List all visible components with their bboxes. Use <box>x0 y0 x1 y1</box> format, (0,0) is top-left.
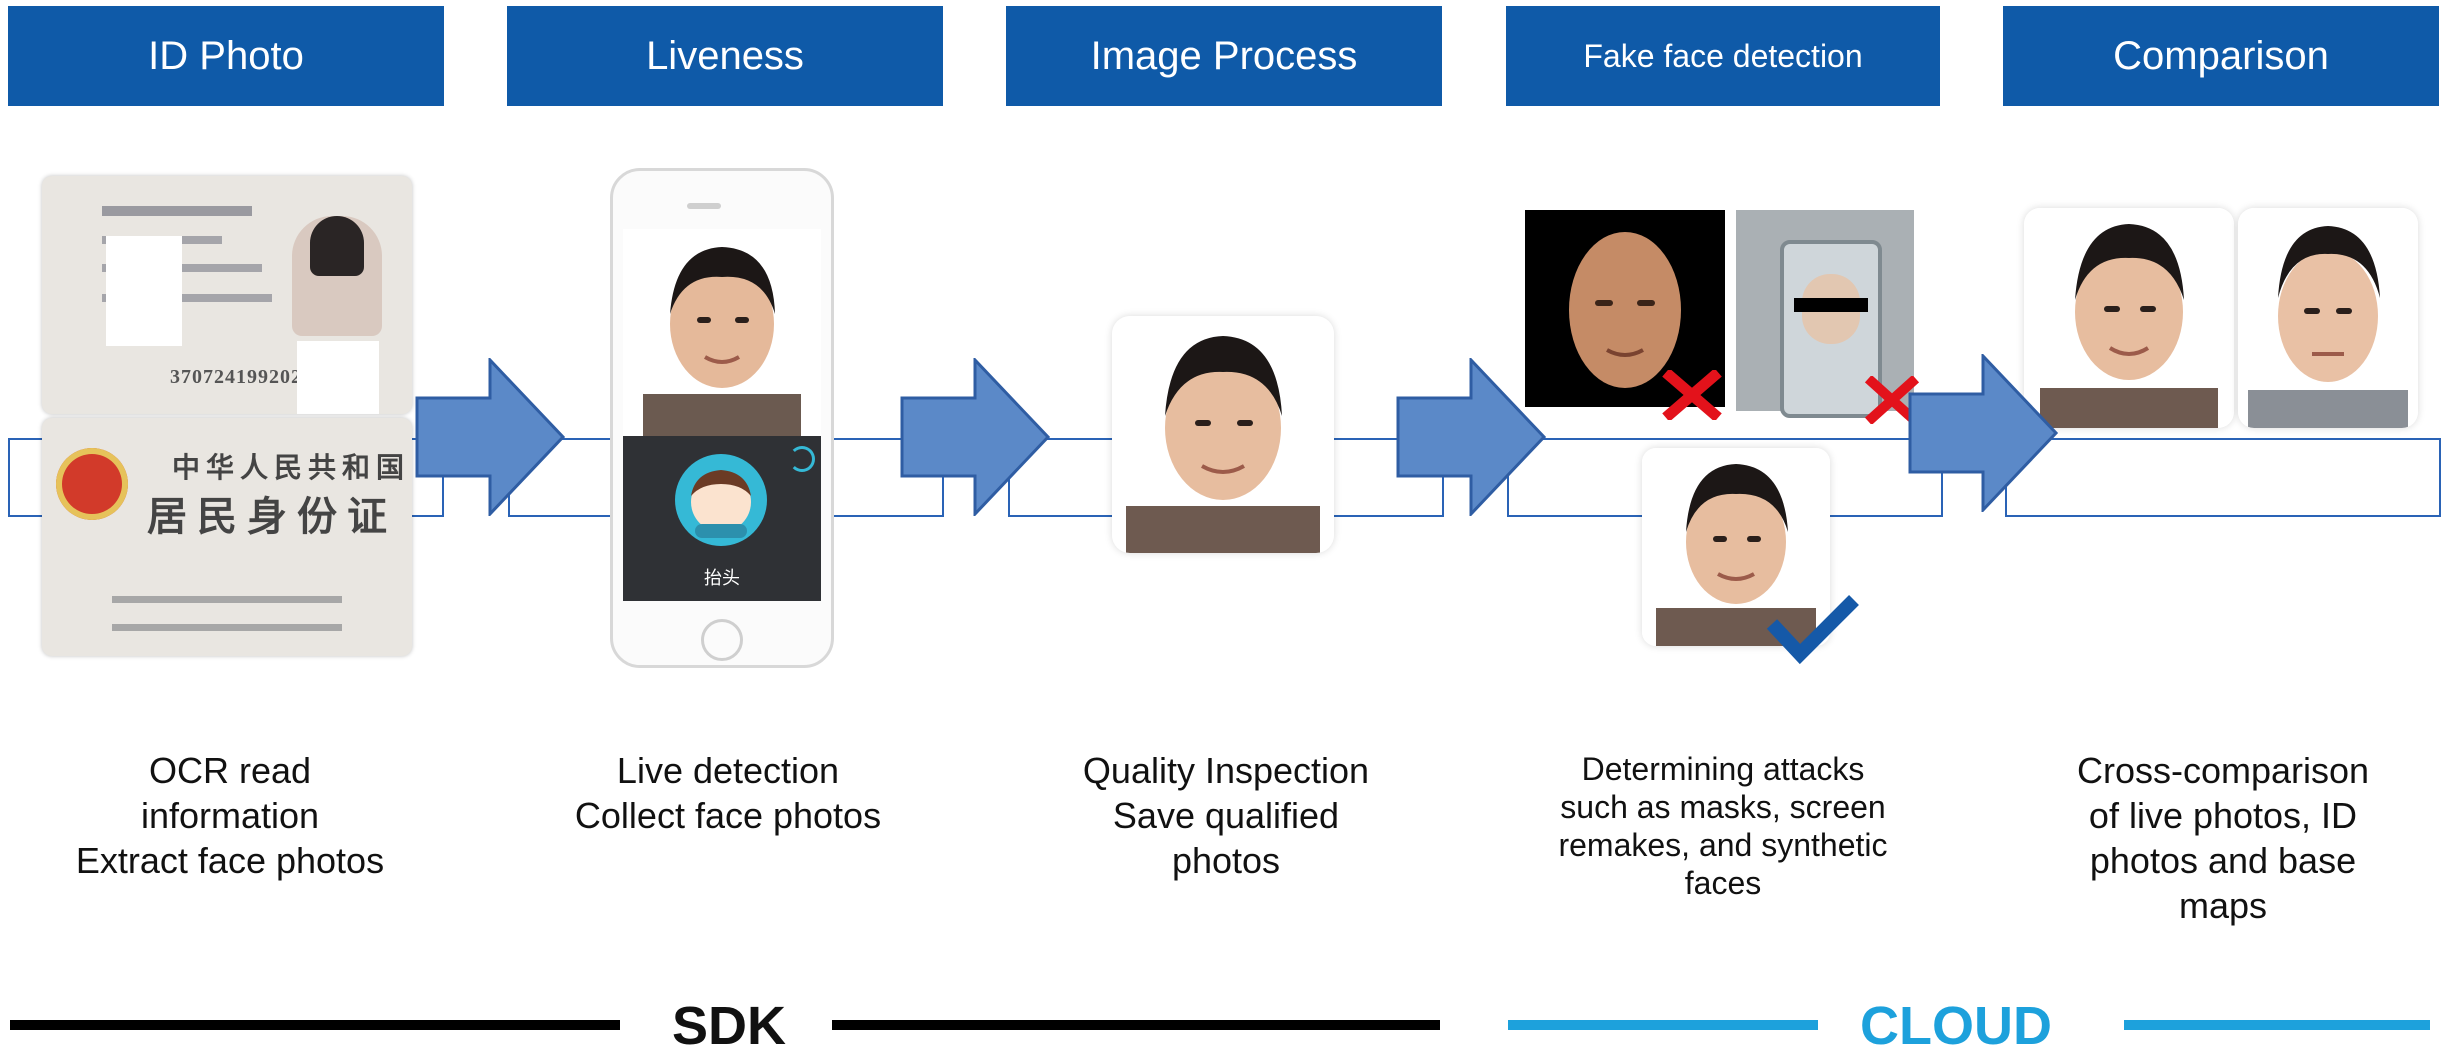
caption-line: Quality Inspection <box>1082 750 1370 791</box>
header-id-photo: ID Photo <box>8 6 444 106</box>
id-number: 370724199202 <box>170 366 302 388</box>
caption-line: remakes, and synthetic <box>1558 827 1888 863</box>
mask-attack-image <box>1525 210 1725 407</box>
id-title-text: 居民身份证 <box>147 493 397 540</box>
cloud-line-left <box>1508 1020 1818 1030</box>
caption-line: Collect face photos <box>574 795 882 836</box>
processed-face-card <box>1112 316 1334 553</box>
header-liveness-label: Liveness <box>646 33 804 78</box>
loading-spinner-icon <box>789 446 815 472</box>
id-photo-card <box>2238 208 2418 428</box>
header-fake-face-detection: Fake face detection <box>1506 6 1940 106</box>
phone-speaker <box>687 203 721 209</box>
face-photo-icon <box>1642 448 1830 646</box>
real-face-card <box>1642 448 1830 646</box>
national-emblem-icon <box>56 448 128 520</box>
flow-arrow-icon <box>1908 354 2058 512</box>
caption-line: information <box>140 795 320 836</box>
caption-line: Save qualified <box>1112 795 1340 836</box>
phone-screen-photo <box>623 229 821 436</box>
header-id-photo-label: ID Photo <box>148 33 304 78</box>
face-photo-icon <box>2024 208 2234 428</box>
id-portrait-hair <box>310 216 364 276</box>
id-text-line <box>112 596 342 603</box>
cloud-label: CLOUD <box>1860 996 2052 1056</box>
flow-arrow-icon <box>1396 358 1546 516</box>
phone-liveness-panel: 抬头 <box>623 436 821 601</box>
redaction-box <box>136 236 166 286</box>
face-photo-icon <box>643 247 801 436</box>
caption-fake-face: Determining attacks such as masks, scree… <box>1506 750 1940 902</box>
caption-line: OCR read <box>148 750 312 791</box>
sdk-label: SDK <box>672 996 787 1056</box>
caption-line: photos <box>1171 840 1281 881</box>
reject-x-icon <box>1662 370 1722 420</box>
caption-line: Live detection <box>616 750 840 791</box>
pipeline-track-5 <box>2005 438 2441 517</box>
id-text-line <box>112 624 342 631</box>
caption-line: of live photos, ID <box>2088 795 2358 836</box>
caption-line: such as masks, screen <box>1560 789 1886 825</box>
header-image-process-label: Image Process <box>1090 33 1358 78</box>
id-text-line <box>102 264 262 272</box>
caption-line: maps <box>2178 885 2268 926</box>
cartoon-face-icon <box>691 470 751 538</box>
caption-line: faces <box>1684 865 1762 901</box>
face-photo-icon <box>2238 208 2418 428</box>
id-text-line <box>102 206 252 216</box>
redaction-bar <box>1794 298 1868 312</box>
flow-arrow-icon <box>415 358 565 516</box>
caption-line: Cross-comparison <box>2076 750 2370 791</box>
liveness-prompt: 抬头 <box>704 568 740 589</box>
mask-face-icon <box>1569 232 1681 388</box>
sdk-line-right <box>832 1020 1440 1030</box>
caption-line: photos and base <box>2089 840 2357 881</box>
avatar-icon <box>675 454 767 546</box>
header-comparison: Comparison <box>2003 6 2439 106</box>
face-photo-icon <box>1112 316 1334 553</box>
caption-image-process: Quality Inspection Save qualified photos <box>1006 748 1446 883</box>
caption-liveness: Live detection Collect face photos <box>508 748 948 838</box>
caption-line: Determining attacks <box>1581 751 1865 787</box>
id-card-front-image: 中华人民共和国 居民身份证 <box>42 418 412 656</box>
phone-screen-icon <box>1780 240 1882 418</box>
header-fake-face-label: Fake face detection <box>1583 37 1863 74</box>
cloud-line-right <box>2124 1020 2430 1030</box>
sdk-line-left <box>10 1020 620 1030</box>
flow-arrow-icon <box>900 358 1050 516</box>
live-photo-card <box>2024 208 2234 428</box>
id-card-back-image: 370724199202 <box>42 176 412 414</box>
caption-comparison: Cross-comparison of live photos, ID phot… <box>2003 748 2443 928</box>
header-liveness: Liveness <box>507 6 943 106</box>
reject-x-icon <box>1864 376 1920 424</box>
screen-remake-attack-image <box>1736 210 1914 418</box>
phone-frame: 抬头 <box>610 168 834 668</box>
caption-line: Extract face photos <box>75 840 385 881</box>
id-text-line <box>102 294 272 302</box>
phone-home-button <box>701 619 743 661</box>
caption-id-photo: OCR read information Extract face photos <box>10 748 450 883</box>
id-country-text: 中华人民共和国 <box>172 451 411 484</box>
redaction-box <box>297 341 379 414</box>
header-comparison-label: Comparison <box>2113 33 2329 78</box>
header-image-process: Image Process <box>1006 6 1442 106</box>
accept-check-icon <box>1766 595 1859 665</box>
